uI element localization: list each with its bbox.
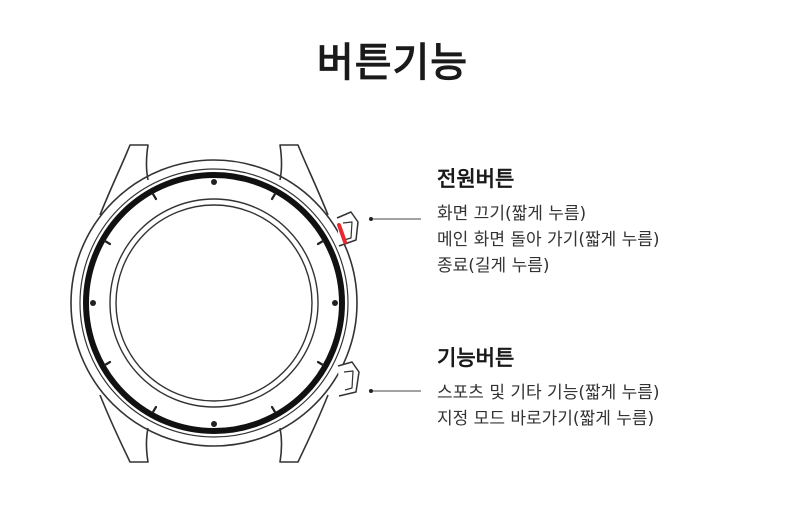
power-button-red-indicator — [337, 223, 347, 244]
bezel-tick-10 — [103, 239, 112, 246]
function-button-desc-2: 지정 모드 바로가기(짧게 누름) — [437, 409, 655, 429]
function-leader-dot — [369, 389, 373, 393]
page-title: 버튼기능 — [316, 40, 469, 86]
watch-lug-bottom-left — [99, 394, 149, 463]
power-button — [336, 211, 359, 247]
function-button-callout: 기능버튼 스포츠 및 기타 기능(짧게 누름) 지정 모드 바로가기(짧게 누름… — [437, 342, 660, 432]
bezel-tick-4 — [316, 360, 325, 367]
bezel-tick-8 — [103, 360, 112, 367]
function-button-desc-1: 스포츠 및 기타 기능(짧게 누름) — [437, 383, 660, 403]
bezel-tick-11 — [151, 192, 158, 201]
power-button-desc-3: 종료(길게 누름) — [437, 256, 550, 276]
power-button-desc-2: 메인 화면 돌아 가기(짧게 누름) — [437, 230, 660, 250]
watch-lug-top-right — [279, 144, 329, 216]
bezel-tick-1 — [270, 192, 277, 201]
function-button-heading: 기능버튼 — [437, 346, 515, 370]
watch-lug-top-left — [99, 144, 149, 216]
watch-case-inner — [79, 168, 349, 438]
power-leader-dot — [369, 217, 373, 221]
watch-bezel-ring — [83, 172, 345, 434]
watch-lug-bottom-right — [279, 394, 329, 463]
bezel-tick-5 — [270, 405, 277, 414]
bezel-markers — [90, 179, 338, 427]
bezel-tick-7 — [151, 405, 158, 414]
bezel-tick-2 — [316, 239, 325, 246]
power-button-heading: 전원버튼 — [437, 167, 515, 191]
bezel-dot-3 — [332, 300, 338, 306]
bezel-dot-9 — [90, 300, 96, 306]
power-button-callout: 전원버튼 화면 끄기(짧게 누름) 메인 화면 돌아 가기(짧게 누름) 종료(… — [437, 163, 660, 279]
bezel-dot-12 — [211, 179, 217, 185]
watch-display — [115, 204, 313, 402]
function-button — [337, 361, 360, 397]
watch-bezel-track — [109, 198, 319, 408]
power-button-desc-1: 화면 끄기(짧게 누름) — [437, 204, 587, 224]
bezel-dot-6 — [211, 421, 217, 427]
watch-case-outer — [70, 159, 358, 447]
